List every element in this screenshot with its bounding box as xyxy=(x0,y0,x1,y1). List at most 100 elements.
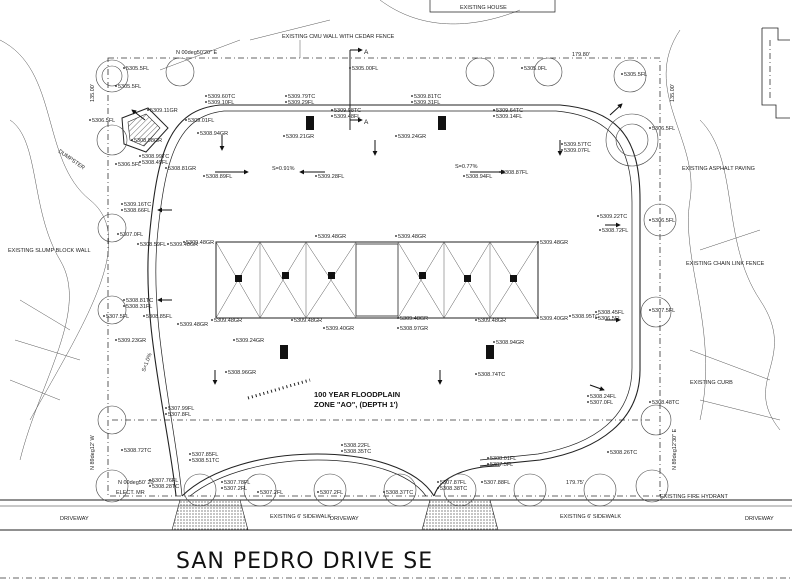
column-markers xyxy=(235,272,517,282)
elevation-label-e5: 5309.01FL xyxy=(188,118,214,124)
slope-labels: S=0.91% S=0.77% S=1.0% xyxy=(141,164,477,373)
elevation-label-e77: 5308.01FL xyxy=(490,456,516,462)
callout-asphalt: EXISTING ASPHALT PAVING xyxy=(682,166,755,172)
light-fixtures xyxy=(280,116,494,359)
elevation-label-e19: 5309.81TC xyxy=(414,94,441,100)
elevation-label-e80: 5307.76FL xyxy=(152,478,178,484)
section-a-top: A xyxy=(364,49,369,56)
elevation-point xyxy=(115,339,117,341)
elevation-point xyxy=(285,101,287,103)
elevation-label-e67: 5308.24FL xyxy=(590,394,616,400)
elevation-point xyxy=(165,413,167,415)
callout-driveway-right: DRIVEWAY xyxy=(745,516,774,522)
dim-top: 179.80' xyxy=(572,52,590,58)
elevation-label-e39: 5307.0FL xyxy=(120,232,143,238)
elevation-label-e69: 5308.48TC xyxy=(652,400,679,406)
property-boundary xyxy=(107,57,661,497)
callout-slump-block: EXISTING SLUMP BLOCK WALL xyxy=(8,248,91,254)
elevation-label-e75: 5307.85FL xyxy=(192,452,218,458)
elevation-point xyxy=(89,119,91,121)
elevation-point xyxy=(323,327,325,329)
elevation-label-e56: 5309.40GR xyxy=(326,326,354,332)
elevation-point xyxy=(315,175,317,177)
elevation-label-e24: 5305.5FL xyxy=(624,72,647,78)
elevation-label-e52: 5309.48GR xyxy=(294,318,322,324)
driveway-aprons xyxy=(171,499,499,531)
elevation-point xyxy=(621,73,623,75)
elevation-label-e53: 5309.48GR xyxy=(400,316,428,322)
elevation-point xyxy=(411,95,413,97)
elevation-point xyxy=(317,491,319,493)
elevation-point xyxy=(437,487,439,489)
elevation-label-e88: 5308.38TC xyxy=(440,486,467,492)
elevation-point xyxy=(481,481,483,483)
elevation-label-e45: 5308.59FL xyxy=(140,242,166,248)
elevation-point xyxy=(395,135,397,137)
elevation-point xyxy=(411,101,413,103)
elevation-point xyxy=(211,319,213,321)
elevation-point xyxy=(649,219,651,221)
elevation-point xyxy=(139,161,141,163)
elevation-label-e86: 5308.37TC xyxy=(386,490,413,496)
elevation-point xyxy=(349,67,351,69)
elevation-point xyxy=(147,109,149,111)
callout-driveway-left: DRIVEWAY xyxy=(60,516,89,522)
elevation-label-e9: 5308.49FL xyxy=(142,160,168,166)
elevation-label-e66: 5308.74TC xyxy=(478,372,505,378)
elevation-label-e36: 5309.22TC xyxy=(600,214,627,220)
elevation-label-e49: 5308.85FL xyxy=(146,314,172,320)
elevation-label-e7: 5308.94GR xyxy=(200,131,228,137)
elevation-point xyxy=(233,339,235,341)
elevation-point xyxy=(137,243,139,245)
elevation-label-e76: 5308.51TC xyxy=(192,458,219,464)
elevation-point xyxy=(115,85,117,87)
floodplain-hatch: 100 YEAR FLOODPLAIN ZONE "AO", (DEPTH 1'… xyxy=(247,378,400,409)
elevation-label-e84: 5307.2FL xyxy=(260,490,283,496)
elevation-label-e37: 5308.72FL xyxy=(602,228,628,234)
elevation-point xyxy=(115,163,117,165)
elevation-label-e10: 5308.81GR xyxy=(168,166,196,172)
elevation-point xyxy=(221,481,223,483)
bearing-north: N 00deg50'20" E xyxy=(176,50,218,56)
elevation-label-e64: 5308.94GR xyxy=(496,340,524,346)
floodplain-line1: 100 YEAR FLOODPLAIN xyxy=(314,390,400,399)
elevation-label-e65: 5308.96GR xyxy=(228,370,256,376)
elevation-point xyxy=(197,132,199,134)
elevation-label-e42: 5309.48GR xyxy=(398,234,426,240)
elevation-label-e70: 5307.99FL xyxy=(168,406,194,412)
elevation-label-e27: 5309.57TC xyxy=(564,142,591,148)
elevation-label-e87: 5307.87FL xyxy=(440,480,466,486)
elevation-point xyxy=(649,401,651,403)
slope-3: S=1.0% xyxy=(141,352,153,372)
elevation-point xyxy=(649,309,651,311)
elevation-point xyxy=(205,95,207,97)
elevation-label-e50: 5309.48GR xyxy=(180,322,208,328)
elevation-point xyxy=(607,451,609,453)
elevation-label-e55: 5309.40GR xyxy=(540,316,568,322)
elevation-label-e15: 5309.29FL xyxy=(288,100,314,106)
elevation-point xyxy=(487,457,489,459)
bearing-south: N 00deg50' 20 xyxy=(118,480,154,486)
callout-cmu-wall: EXISTING CMU WALL WITH CEDAR FENCE xyxy=(282,34,395,40)
slope-2: S=0.77% xyxy=(455,164,478,170)
elevation-point xyxy=(225,371,227,373)
elevation-label-e25: 5309.21GR xyxy=(286,134,314,140)
elevation-point xyxy=(285,95,287,97)
elevation-label-e4: 5309.11GR xyxy=(150,108,178,114)
elevation-point xyxy=(595,317,597,319)
elevation-point xyxy=(587,395,589,397)
elevation-point xyxy=(595,311,597,313)
elevation-point xyxy=(597,215,599,217)
elevation-point xyxy=(149,479,151,481)
elevation-label-e18: 5309.48FL xyxy=(334,114,360,120)
elevation-point xyxy=(561,149,563,151)
section-a-bottom: A xyxy=(364,119,369,126)
elevation-point xyxy=(493,341,495,343)
elevation-point xyxy=(475,319,477,321)
elevation-label-e72: 5308.72TC xyxy=(124,448,151,454)
callout-chain-link: EXISTING CHAIN LINK FENCE xyxy=(686,261,765,267)
elevation-label-e12: 5309.60TC xyxy=(208,94,235,100)
elevation-point xyxy=(177,323,179,325)
callout-sidewalk-right: EXISTING 6' SIDEWALK xyxy=(560,514,621,520)
elevation-label-e74: 5308.35TC xyxy=(344,449,371,455)
